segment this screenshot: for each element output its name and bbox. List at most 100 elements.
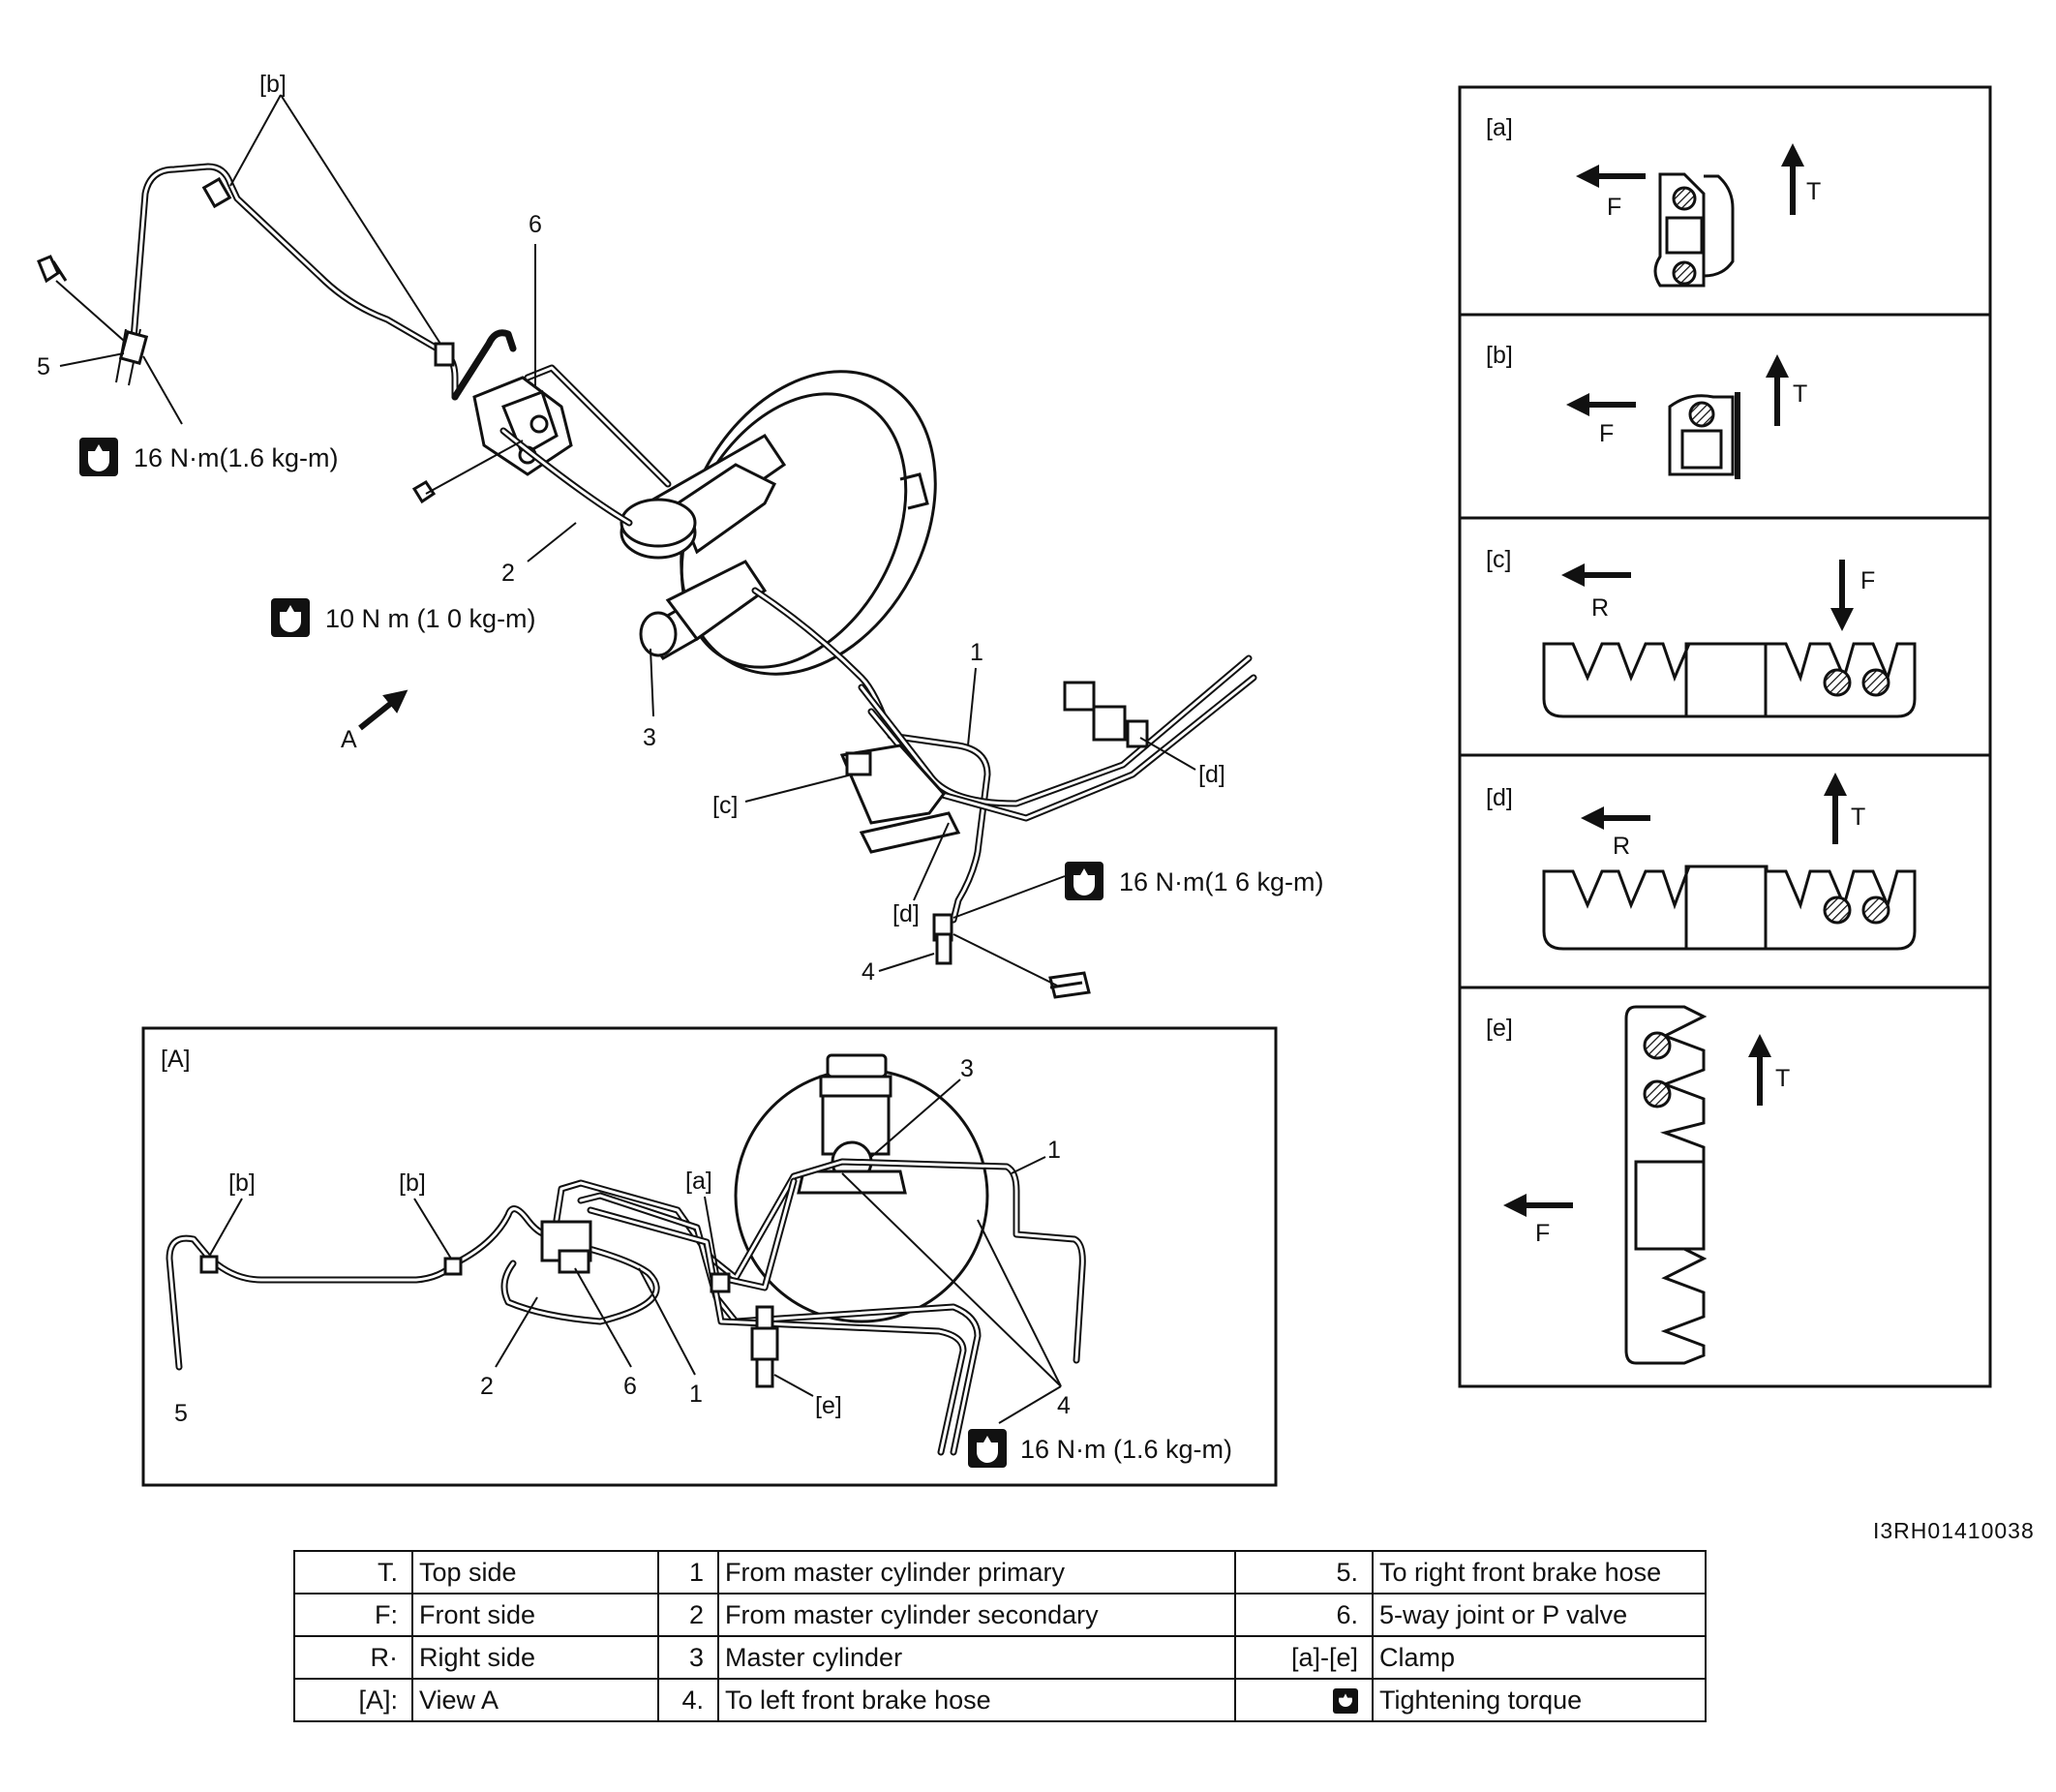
legend-key: [A]: [293, 1678, 413, 1722]
clamp-panel-d: [d] R T [1486, 773, 1917, 951]
view-a-box: [A] [141, 1026, 1278, 1487]
legend-key: F: [293, 1593, 413, 1637]
clamp-a-arrow-t: T [1806, 178, 1821, 205]
legend-row: T. Top side 1 From master cylinder prima… [293, 1550, 1707, 1595]
legend-key: 1 [657, 1550, 719, 1595]
legend-value: Clamp [1373, 1635, 1707, 1680]
legend-value: Master cylinder [718, 1635, 1236, 1680]
clamp-d-right [1063, 681, 1149, 748]
view-a-label-1-low: 1 [689, 1381, 703, 1408]
label-d-right: [d] [1198, 761, 1225, 788]
view-a-clamp-b1 [199, 1255, 219, 1274]
clamp-b-arrow-f: F [1599, 420, 1614, 447]
view-a-label-4: 4 [1057, 1392, 1071, 1419]
view-a-pipes [166, 1158, 1086, 1456]
view-a-label-2: 2 [480, 1373, 494, 1400]
label-1-top: 1 [970, 639, 983, 666]
view-a-five-way-joint [540, 1220, 592, 1274]
legend-key: T. [293, 1550, 413, 1595]
legend-value: Tightening torque [1373, 1678, 1707, 1722]
legend-key: [a]-[e] [1234, 1635, 1374, 1680]
label-view-a: A [341, 726, 357, 753]
label-2-top: 2 [501, 560, 515, 587]
legend-key: 5. [1234, 1550, 1374, 1595]
pipe-to-right-front [37, 163, 517, 425]
clamp-c-id: [c] [1486, 546, 1511, 573]
legend-key: R· [293, 1635, 413, 1680]
legend-value: From master cylinder secondary [718, 1593, 1236, 1637]
legend-table: T. Top side 1 From master cylinder prima… [293, 1550, 1707, 1722]
hose-end-4 [932, 913, 1091, 999]
legend-value: To right front brake hose [1373, 1550, 1707, 1595]
view-a-label-3: 3 [960, 1055, 974, 1082]
label-5-top: 5 [37, 353, 50, 380]
legend-value: To left front brake hose [718, 1678, 1236, 1722]
legend-key: 3 [657, 1635, 719, 1680]
torque-label-3: 16 N·m(1 6 kg-m) [1119, 867, 1324, 896]
view-a-label-b2: [b] [399, 1169, 426, 1197]
view-a-clamp-a [710, 1272, 731, 1293]
label-6-top: 6 [529, 211, 542, 238]
torque-label-1: 16 N·m(1.6 kg-m) [134, 443, 339, 472]
torque-wrench-icon [968, 1429, 1007, 1468]
clamp-a-arrow-f: F [1607, 194, 1621, 221]
label-3-top: 3 [643, 724, 656, 751]
view-a-title: [A] [161, 1046, 191, 1073]
label-b-top: [b] [259, 71, 287, 98]
clamp-c-arrow-f: F [1860, 567, 1875, 594]
figure-code: I3RH01410038 [1873, 1518, 2035, 1543]
clamp-d-arrow-r: R [1613, 833, 1630, 860]
leader-lines [59, 94, 1196, 972]
legend-key: 4. [657, 1678, 719, 1722]
legend-key [1234, 1678, 1374, 1722]
legend-row: R· Right side 3 Master cylinder [a]-[e] … [293, 1635, 1707, 1680]
legend-value: Front side [412, 1593, 659, 1637]
view-a-leaders [208, 1078, 1062, 1424]
clamp-panel-e: [e] F T [1486, 1005, 1790, 1365]
clamp-panel-c: [c] R F [1486, 546, 1917, 718]
legend-value: From master cylinder primary [718, 1550, 1236, 1595]
clamp-d-arrow-t: T [1851, 804, 1865, 831]
main-view: [b] 6 5 2 3 1 [c] [d] [d] 4 A 16 N·m(1.6… [37, 71, 1324, 999]
legend-key: 2 [657, 1593, 719, 1637]
torque-wrench-icon [1333, 1688, 1358, 1715]
clamp-panel-b: [b] F T [1486, 342, 1807, 479]
legend-value: Right side [412, 1635, 659, 1680]
label-4-top: 4 [862, 958, 875, 986]
view-a-label-5: 5 [174, 1400, 188, 1427]
clamp-b-id: [b] [1486, 342, 1513, 369]
torque-label-4: 16 N·m (1.6 kg-m) [1020, 1435, 1232, 1464]
clamp-d-id: [d] [1486, 784, 1513, 811]
clamp-e-arrow-t: T [1775, 1065, 1790, 1092]
view-a-clamp-b2 [443, 1257, 463, 1276]
legend-row: F: Front side 2 From master cylinder sec… [293, 1593, 1707, 1637]
torque-wrench-icon [271, 598, 310, 637]
label-d-low: [d] [892, 900, 920, 927]
label-c-top: [c] [712, 792, 738, 819]
view-a-label-6: 6 [623, 1373, 637, 1400]
legend-key: 6. [1234, 1593, 1374, 1637]
clamp-c-arrow-r: R [1591, 594, 1609, 622]
clamp-e-arrow-f: F [1535, 1220, 1550, 1247]
clamp-panels: [a] F T [b] F T [c] R [1458, 85, 1992, 1388]
legend-value: View A [412, 1678, 659, 1722]
view-a-label-a: [a] [685, 1168, 712, 1195]
mounting-bolt [411, 440, 524, 504]
torque-wrench-icon [1065, 862, 1104, 900]
clamp-e-id: [e] [1486, 1015, 1513, 1042]
legend-value: 5-way joint or P valve [1373, 1593, 1707, 1637]
clamp-panel-a: [a] F T [1486, 114, 1821, 288]
torque-label-2: 10 N m (1 0 kg-m) [325, 604, 536, 633]
view-a-clamp-e [750, 1305, 779, 1388]
clamp-b-arrow-t: T [1793, 380, 1807, 408]
view-a-arrow [358, 689, 408, 731]
view-a-label-e: [e] [815, 1392, 842, 1419]
view-a-label-1-right: 1 [1047, 1137, 1061, 1164]
torque-wrench-icon [79, 438, 118, 476]
legend-row: [A]: View A 4. To left front brake hose … [293, 1678, 1707, 1722]
view-a-label-b1: [b] [228, 1169, 256, 1197]
legend-value: Top side [412, 1550, 659, 1595]
clamp-a-id: [a] [1486, 114, 1513, 141]
master-cylinder [620, 434, 787, 660]
